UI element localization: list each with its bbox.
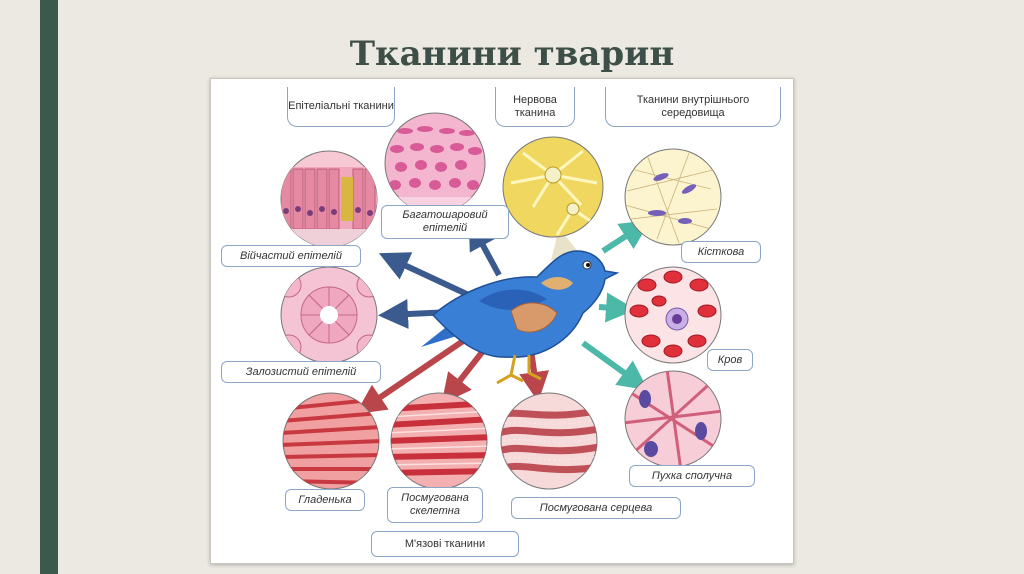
label-internal-environment-tissues: Тканини внутрішнього середовища	[605, 87, 781, 127]
slide-title: Тканини тварин	[349, 34, 675, 74]
label-bone: Кісткова	[681, 241, 761, 263]
glandular-epithelium-image	[280, 266, 378, 364]
label-loose-connective: Пухка сполучна	[629, 465, 755, 487]
bone-tissue-image	[624, 148, 722, 246]
blood-tissue-image	[624, 266, 722, 364]
stratified-epithelium-image	[384, 112, 486, 214]
skeletal-muscle-image	[390, 392, 488, 490]
label-stratified-epithelium: Багатошаровий епітелій	[381, 205, 509, 239]
label-striated-skeletal: Посмугована скелетна	[387, 487, 483, 523]
label-striated-cardiac: Посмугована серцева	[511, 497, 681, 519]
label-blood: Кров	[707, 349, 753, 371]
label-epithelial-tissues: Епітеліальні тканини	[287, 87, 395, 127]
ciliated-epithelium-image	[280, 150, 378, 248]
label-muscle-tissues: М'язові тканини	[371, 531, 519, 557]
tissue-diagram-panel: Епітеліальні тканини Нервова тканина Тка…	[210, 78, 794, 564]
left-accent-bar	[40, 0, 58, 574]
loose-connective-image	[624, 370, 722, 468]
bird-illustration	[421, 250, 620, 385]
tissue-diagram	[280, 112, 722, 490]
label-glandular-epithelium: Залозистий епітелій	[221, 361, 381, 383]
label-nervous-tissue: Нервова тканина	[495, 87, 575, 127]
cardiac-muscle-image	[500, 392, 598, 490]
nervous-tissue-image	[502, 136, 604, 238]
label-ciliated-epithelium: Війчастий епітелій	[221, 245, 361, 267]
label-smooth-muscle: Гладенька	[285, 489, 365, 511]
